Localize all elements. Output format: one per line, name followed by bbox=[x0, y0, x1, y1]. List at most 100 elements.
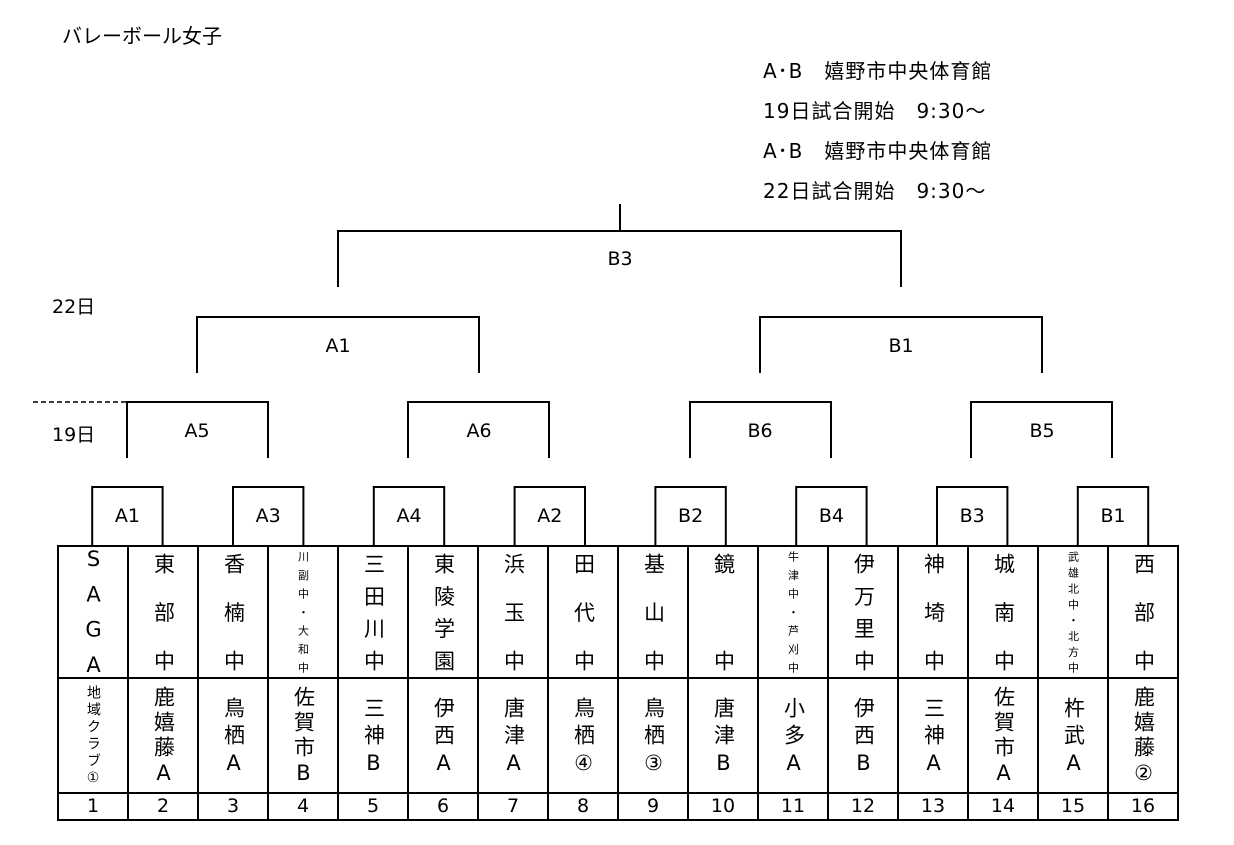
team-region: 地域クラブ① bbox=[85, 685, 101, 789]
qf-bracket bbox=[407, 401, 550, 458]
team-name: 基山中 bbox=[641, 553, 666, 699]
team-number: 4 bbox=[267, 792, 339, 821]
team-name: 武雄北中・北方中 bbox=[1066, 550, 1080, 678]
round1-bracket bbox=[795, 486, 868, 545]
team-number: 15 bbox=[1037, 792, 1109, 821]
team-number: 16 bbox=[1107, 792, 1179, 821]
match-qf-3: B6 bbox=[747, 420, 773, 442]
team-region-cell: 鳥栖③ bbox=[617, 677, 689, 794]
team-region: 小多A bbox=[781, 696, 806, 781]
team-name-cell: 川副中・大和中 bbox=[267, 545, 339, 681]
team-number: 9 bbox=[617, 792, 689, 821]
team-number: 2 bbox=[127, 792, 199, 821]
team-name: 西部中 bbox=[1131, 553, 1156, 699]
team-region: 唐津A bbox=[501, 696, 526, 781]
team-number: 1 bbox=[57, 792, 129, 821]
start-time-1: 19日試合開始 9:30～ bbox=[763, 99, 987, 123]
match-semi-right: B1 bbox=[888, 335, 914, 357]
team-name: 三田川中 bbox=[361, 552, 386, 683]
team-number: 11 bbox=[757, 792, 829, 821]
team-region-cell: 伊西A bbox=[407, 677, 479, 794]
match-semi-left: A1 bbox=[325, 335, 351, 357]
team-region-cell: 唐津B bbox=[687, 677, 759, 794]
team-region: 鳥栖④ bbox=[571, 696, 596, 781]
team-region-cell: 三神A bbox=[897, 677, 969, 794]
round1-bracket bbox=[513, 486, 586, 545]
team-name-cell: 伊万里中 bbox=[827, 545, 899, 682]
match-qf-2: A6 bbox=[466, 420, 492, 442]
team-region: 鹿嬉藤A bbox=[151, 686, 176, 789]
team-region: 伊西A bbox=[431, 696, 456, 781]
team-region-cell: 佐賀市B bbox=[267, 677, 339, 794]
match-r1-4: A2 bbox=[537, 505, 563, 527]
team-name: 神埼中 bbox=[921, 553, 946, 699]
round1-bracket bbox=[372, 486, 446, 545]
team-name: 城南中 bbox=[991, 553, 1016, 699]
team-number: 10 bbox=[687, 792, 759, 821]
team-region-cell: 佐賀市A bbox=[967, 677, 1039, 794]
page-title: バレーボール女子 bbox=[62, 24, 222, 48]
team-name-cell: 東部中 bbox=[127, 545, 199, 699]
match-qf-4: B5 bbox=[1029, 420, 1055, 442]
team-name-cell: 田代中 bbox=[547, 545, 619, 699]
team-number: 14 bbox=[967, 792, 1039, 821]
round1-bracket bbox=[654, 486, 727, 545]
team-name: 田代中 bbox=[571, 553, 596, 699]
team-name-cell: 牛津中・芦刈中 bbox=[757, 545, 829, 681]
round1-brackets bbox=[91, 486, 1150, 545]
team-number: 13 bbox=[897, 792, 969, 821]
team-name: 香楠中 bbox=[221, 553, 246, 699]
team-number: 6 bbox=[407, 792, 479, 821]
team-name: 東部中 bbox=[151, 553, 176, 699]
team-region-cell: 鹿嬉藤② bbox=[1107, 677, 1179, 794]
match-r1-2: A3 bbox=[255, 505, 281, 527]
team-regions-row: 地域クラブ① 鹿嬉藤A 鳥栖A 佐賀市B 三神B 伊西A 唐津A 鳥栖④ 鳥栖③ 唐津B 小多A 伊西… bbox=[57, 677, 1179, 794]
team-name: 伊万里中 bbox=[851, 552, 876, 683]
round1-bracket bbox=[1076, 486, 1150, 545]
team-region-cell: 三神B bbox=[337, 677, 409, 794]
team-name-cell: 西部中 bbox=[1107, 545, 1179, 699]
team-name: SAGA bbox=[81, 547, 106, 689]
team-name-cell: 東陵学園 bbox=[407, 545, 479, 682]
team-name-cell: 城南中 bbox=[967, 545, 1039, 699]
team-region-cell: 杵武A bbox=[1037, 677, 1109, 794]
team-region: 三神A bbox=[921, 696, 946, 781]
final-bracket bbox=[337, 230, 902, 287]
qf-bracket bbox=[970, 401, 1113, 458]
team-name-cell: 神埼中 bbox=[897, 545, 969, 699]
match-r1-7: B3 bbox=[959, 505, 985, 527]
team-region-cell: 伊西B bbox=[827, 677, 899, 794]
match-qf-1: A5 bbox=[184, 420, 210, 442]
round1-bracket bbox=[936, 486, 1009, 545]
match-r1-1: A1 bbox=[114, 505, 140, 527]
match-r1-3: A4 bbox=[396, 505, 422, 527]
team-region: 三神B bbox=[361, 696, 386, 781]
team-name: 牛津中・芦刈中 bbox=[786, 551, 800, 681]
team-name-cell: 三田川中 bbox=[337, 545, 409, 682]
team-name: 浜玉中 bbox=[501, 553, 526, 699]
team-region: 鹿嬉藤② bbox=[1131, 686, 1156, 789]
match-r1-5: B2 bbox=[678, 505, 704, 527]
team-number: 12 bbox=[827, 792, 899, 821]
team-region-cell: 鳥栖A bbox=[197, 677, 269, 794]
team-region: 杵武A bbox=[1061, 696, 1086, 781]
team-name-cell: 浜玉中 bbox=[477, 545, 549, 699]
team-region: 伊西B bbox=[851, 696, 876, 781]
match-r1-6: B4 bbox=[818, 505, 844, 527]
venue-info-1: A･B 嬉野市中央体育館 bbox=[763, 59, 993, 83]
team-region: 唐津B bbox=[711, 696, 736, 781]
teams-table: SAGA 東部中 香楠中川副中・大和中三田川中東陵学園浜玉中 田代中 基山中 鏡中 牛津中・… bbox=[57, 545, 1179, 821]
round1-bracket bbox=[91, 486, 164, 545]
team-name: 鏡中 bbox=[711, 553, 736, 747]
start-time-2: 22日試合開始 9:30～ bbox=[763, 179, 987, 203]
qf-bracket bbox=[689, 401, 832, 458]
team-number: 8 bbox=[547, 792, 619, 821]
venue-info-2: A･B 嬉野市中央体育館 bbox=[763, 139, 993, 163]
team-region: 鳥栖A bbox=[221, 696, 246, 781]
team-region: 鳥栖③ bbox=[641, 696, 666, 781]
team-region-cell: 鳥栖④ bbox=[547, 677, 619, 794]
qf-bracket bbox=[126, 401, 269, 458]
team-name-cell: 香楠中 bbox=[197, 545, 269, 699]
